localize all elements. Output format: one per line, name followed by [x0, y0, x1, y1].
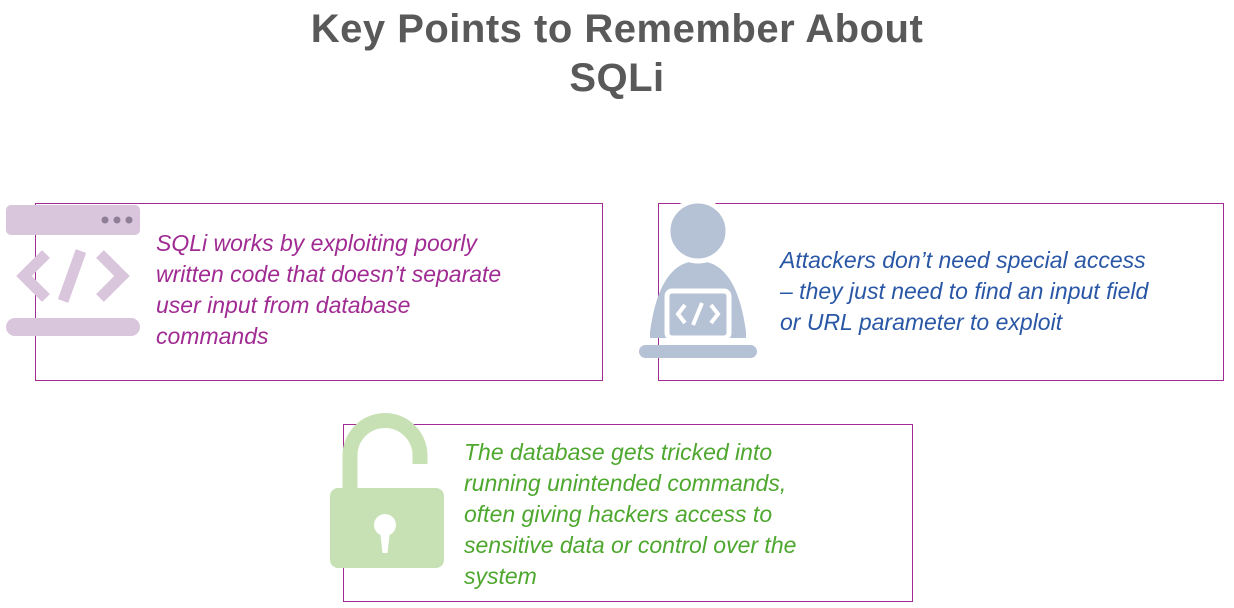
open-padlock-icon: [330, 412, 444, 570]
card-text-exploiting-poor-code: SQLi works by exploiting poorly written …: [156, 230, 502, 349]
card-exploiting-poor-code: SQLi works by exploiting poorly written …: [35, 203, 603, 381]
card-text-database-tricked: The database gets tricked into running u…: [464, 439, 797, 589]
card-database-tricked: The database gets tricked into running u…: [343, 424, 913, 602]
slide-title: Key Points to Remember About SQLi: [310, 7, 924, 100]
person-laptop-icon: [633, 198, 763, 360]
card-text-attacker-access: Attackers don’t need special access – th…: [780, 247, 1149, 335]
card-attacker-access: Attackers don’t need special access – th…: [658, 203, 1224, 381]
code-window-icon: [6, 204, 140, 336]
